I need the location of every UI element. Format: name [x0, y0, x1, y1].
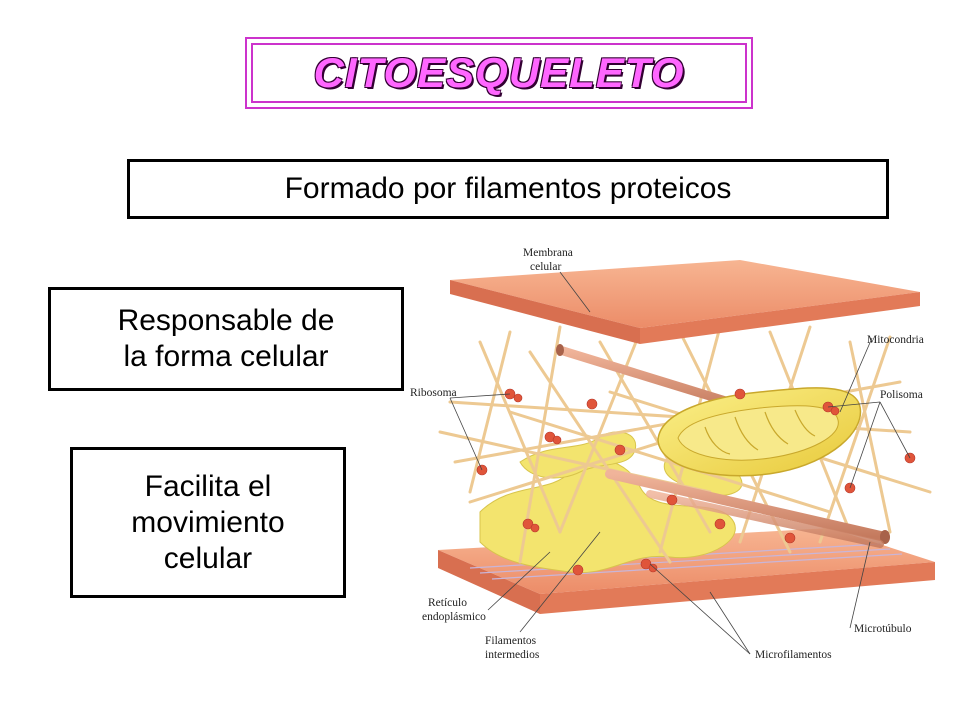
- top-membrane: [450, 260, 920, 344]
- title-frame: CITOESQUELETO: [245, 37, 753, 109]
- title-inner-frame: CITOESQUELETO: [251, 43, 747, 103]
- label-ribosoma: Ribosoma: [410, 387, 457, 399]
- statement-filaments: Formado por filamentos proteicos: [127, 159, 889, 219]
- statement-cell-shape: Responsable de la forma celular: [48, 287, 404, 391]
- label-filamentos-1: Filamentos: [485, 635, 537, 647]
- statement-cell-movement: Facilita el movimiento celular: [70, 447, 346, 598]
- label-mitocondria: Mitocondria: [867, 334, 924, 346]
- label-membrana-1: Membrana: [523, 247, 573, 259]
- label-filamentos-2: intermedios: [485, 649, 540, 661]
- ribosomes: [476, 388, 916, 576]
- label-reticulo-1: Retículo: [428, 597, 467, 609]
- statement-filaments-text: Formado por filamentos proteicos: [284, 172, 732, 205]
- label-microtubulo: Microtúbulo: [854, 623, 912, 635]
- statement-cell-movement-text: Facilita el movimiento celular: [131, 469, 285, 575]
- label-polisoma: Polisoma: [880, 389, 923, 401]
- cytoskeleton-diagram: Membrana celular Mitocondria Ribosoma Po…: [410, 247, 935, 661]
- mitochondrion: [657, 387, 862, 477]
- statement-cell-shape-text: Responsable de la forma celular: [117, 304, 335, 373]
- label-leaders: [449, 271, 911, 655]
- label-reticulo-2: endoplásmico: [422, 611, 486, 623]
- label-membrana-2: celular: [530, 261, 561, 273]
- label-microfilamentos: Microfilamentos: [755, 649, 832, 661]
- page-title: CITOESQUELETO: [313, 49, 685, 96]
